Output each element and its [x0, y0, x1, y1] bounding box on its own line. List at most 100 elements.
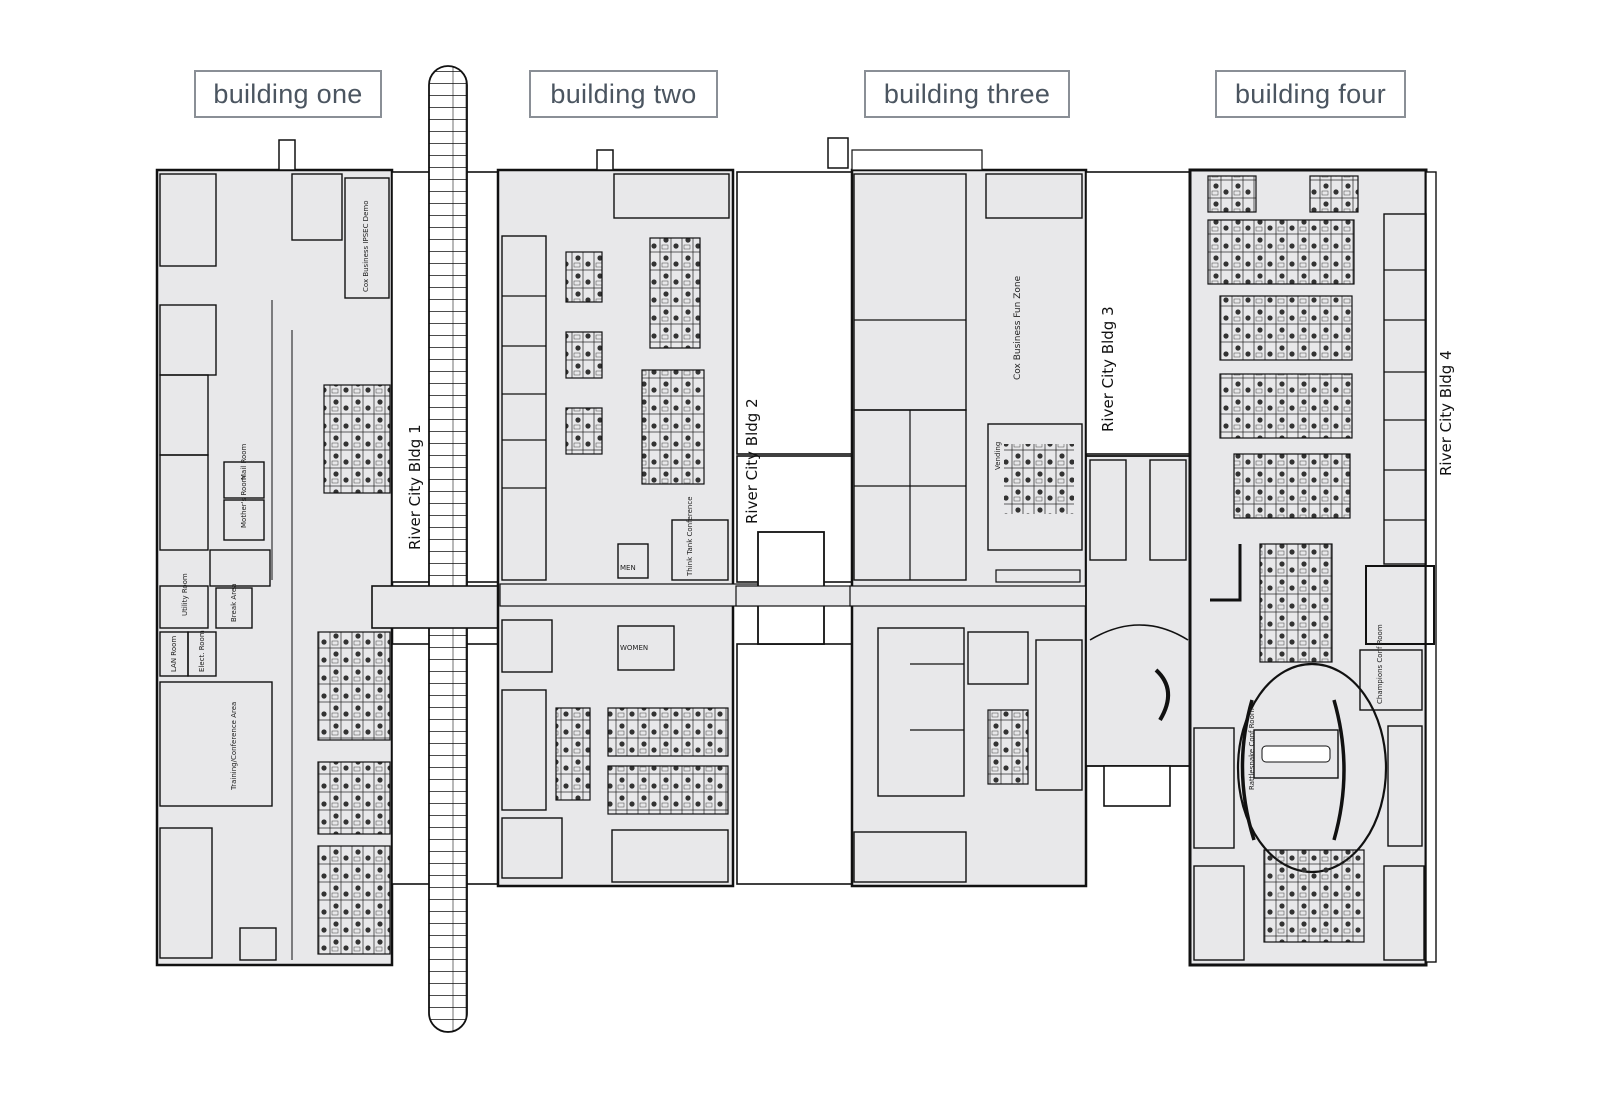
b2-mens-room — [617, 543, 649, 579]
ipsec-label: Cox Business IPSEC Demo — [362, 201, 370, 292]
b4-partition — [1210, 544, 1242, 602]
b2-think-tank — [671, 519, 729, 581]
rattlesnake-label: Rattlesnake Conf Room — [1248, 708, 1256, 790]
mothers-room-label: Mother's Room — [240, 475, 248, 528]
b2-conf-s — [501, 817, 563, 879]
bldg2-label: River City Bldg 2 — [743, 398, 761, 524]
b1-cubicles-north — [323, 384, 391, 494]
b3-vent — [827, 137, 849, 169]
b4-offices-se — [1383, 865, 1425, 961]
b3-conf-s — [987, 709, 1029, 785]
think-tank-label: Think Tank Conference — [686, 497, 694, 578]
building-one: Mail Room Mother's Room Cox Business IPS… — [155, 139, 394, 967]
b2-cubicles-e — [641, 369, 705, 485]
building-three-tag: building three — [864, 70, 1070, 118]
connector-1-2: River City Bldg 1 — [371, 65, 505, 1033]
b3-conf-mid — [967, 631, 1029, 685]
mail-room-label: Mail Room — [240, 443, 248, 480]
b1-cubicles-south-a — [317, 631, 391, 741]
b2-vent — [596, 149, 614, 171]
b2-womens-room — [617, 625, 675, 671]
connector-3-4: River City Bldg 3 — [1085, 171, 1191, 807]
b4-server-room — [1365, 565, 1435, 645]
elect-room-label: Elect. Room — [198, 630, 206, 672]
b1-offices-west-top — [159, 173, 217, 267]
funzone-label: Cox Business Fun Zone — [1013, 275, 1023, 380]
b1-cubicles-south-b — [317, 761, 391, 835]
b2-cubicles-g — [607, 707, 729, 757]
women-label: WOMEN — [620, 644, 648, 652]
b1-conf-room-nw — [291, 173, 343, 241]
b4-cubicles-1 — [1207, 175, 1257, 213]
b3-b4-entry — [1103, 765, 1171, 807]
b4-offices-east-s — [1387, 725, 1423, 847]
link-hall-1-2 — [371, 585, 505, 629]
b4-cubicles-3 — [1207, 219, 1355, 285]
building-three: Cox Business Fun Zone Vending — [827, 137, 1088, 888]
b4-cubicles-8 — [1263, 849, 1365, 943]
elevated-walkway — [428, 65, 468, 1033]
b1-offices-west-c — [159, 454, 209, 551]
b1-elect-room — [187, 631, 217, 677]
b1-mail-room — [223, 461, 265, 499]
b3-b4-core — [1085, 455, 1191, 767]
b2-b3-link-north — [736, 171, 853, 455]
break-area-label: Break Area — [230, 583, 238, 622]
bldg1-label: River City Bldg 1 — [406, 424, 424, 550]
b1-utility-room — [159, 585, 209, 629]
b3-vending-area — [987, 423, 1083, 551]
b4-conf-table — [1261, 745, 1331, 763]
b1-mothers-room — [223, 499, 265, 541]
b1-restrooms — [209, 549, 271, 587]
b4-cubicles-5 — [1219, 373, 1353, 439]
building-four-tag: building four — [1215, 70, 1406, 118]
b2-cubicles-b — [565, 331, 603, 379]
b4-cubicles-2 — [1309, 175, 1359, 213]
vending-label: Vending — [994, 442, 1002, 470]
b4-oval-wall-w — [1240, 699, 1256, 841]
b2-office-ne — [613, 173, 730, 219]
b1-break-area — [215, 587, 253, 629]
building-four: Champions Conf Room Rattlesnake Conf Roo… — [1188, 168, 1455, 967]
b4-cubicles-6 — [1233, 453, 1351, 519]
b2-cubicles-h — [607, 765, 729, 815]
building-one-tag: building one — [194, 70, 382, 118]
b3-offices-s — [853, 831, 967, 883]
training-label: Training/Conference Area — [230, 702, 238, 791]
b3-link-hall — [849, 585, 1087, 607]
b3-b4-restroom-e — [1149, 459, 1187, 561]
b4-offices-east — [1383, 213, 1427, 565]
b3-vent-2 — [851, 149, 983, 171]
bldg3-label: River City Bldg 3 — [1099, 306, 1117, 432]
b2-cubicles-f — [555, 707, 591, 801]
b3-b4-link-north — [1085, 171, 1191, 455]
b1-cubicles-south-c — [317, 845, 391, 955]
b2-cubicles-c — [565, 407, 603, 455]
b2-link-hall-2-3 — [499, 583, 763, 607]
b3-offices-se — [1035, 639, 1083, 791]
men-label: MEN — [620, 564, 636, 572]
building-two: MEN Think Tank Conference WOMEN — [496, 149, 763, 888]
building-three-outline — [850, 168, 1088, 888]
b4-oval-wall-e — [1332, 699, 1346, 841]
b3-offices-sw — [877, 627, 965, 797]
b4-offices-sw — [1193, 865, 1245, 961]
b1-vent — [278, 139, 296, 171]
champions-label: Champions Conf Room — [1376, 624, 1384, 704]
b2-cubicles-d — [649, 237, 701, 349]
b4-cubicles-4 — [1219, 295, 1353, 361]
b3-counter — [995, 569, 1081, 583]
connector-2-3: River City Bldg 2 — [735, 171, 857, 885]
b3-b4-lobby-curve — [1089, 624, 1189, 641]
bldg4-label: River City Bldg 4 — [1437, 350, 1455, 476]
b3-cafe-tables — [1004, 444, 1074, 514]
lan-room-label: LAN Room — [170, 636, 178, 672]
building-two-tag: building two — [529, 70, 718, 118]
b2-b3-link-south — [736, 643, 853, 885]
b3-b4-restroom-w — [1089, 459, 1127, 561]
b2-offices-west — [501, 235, 547, 581]
lobby-hall-2-3 — [735, 585, 857, 607]
b2-cubicles-a — [565, 251, 603, 303]
b1-office-south — [239, 927, 277, 961]
